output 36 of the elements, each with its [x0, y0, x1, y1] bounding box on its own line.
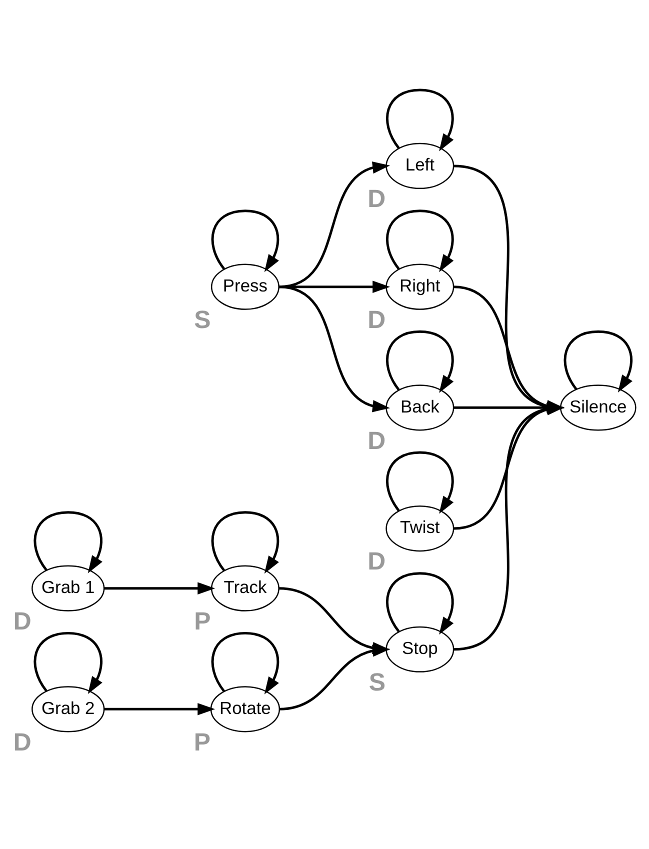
node-ellipse: Grab 1: [32, 565, 105, 612]
arrow: [386, 330, 454, 393]
node-label: D: [368, 548, 386, 576]
node-label: D: [13, 728, 32, 756]
node-label: S: [194, 306, 211, 334]
arrow: [211, 210, 280, 272]
arrow: [34, 511, 102, 574]
node-ellipse: Silence: [560, 384, 636, 431]
arrow: [386, 210, 454, 272]
node-ellipse: Rotate: [210, 686, 280, 732]
arrow: [386, 572, 454, 635]
node-ellipse: Left: [386, 142, 454, 190]
node-label: P: [194, 728, 210, 756]
node-ellipse: Track: [210, 565, 280, 612]
node-ellipse: Back: [386, 384, 454, 431]
arrow: [279, 644, 390, 710]
node-label: D: [13, 607, 32, 636]
node-ellipse: Press: [210, 264, 280, 310]
node-label: S: [368, 668, 386, 696]
arrow: [211, 511, 280, 574]
node-label: P: [194, 607, 211, 636]
arrow: [386, 451, 454, 514]
node-ellipse: Grab 2: [32, 686, 105, 732]
arrow: [211, 632, 280, 694]
node-ellipse: Twist: [386, 505, 454, 552]
arrow: [386, 88, 454, 152]
node-ellipse: Stop: [386, 626, 454, 672]
arrow: [278, 286, 390, 412]
arrow: [104, 703, 216, 716]
node-ellipse: Right: [386, 264, 454, 310]
arrow: [104, 582, 216, 594]
node-label: D: [368, 185, 386, 214]
node-label: D: [368, 426, 386, 455]
arrow: [34, 632, 102, 694]
arrow: [564, 330, 632, 393]
node-label: D: [368, 306, 386, 334]
